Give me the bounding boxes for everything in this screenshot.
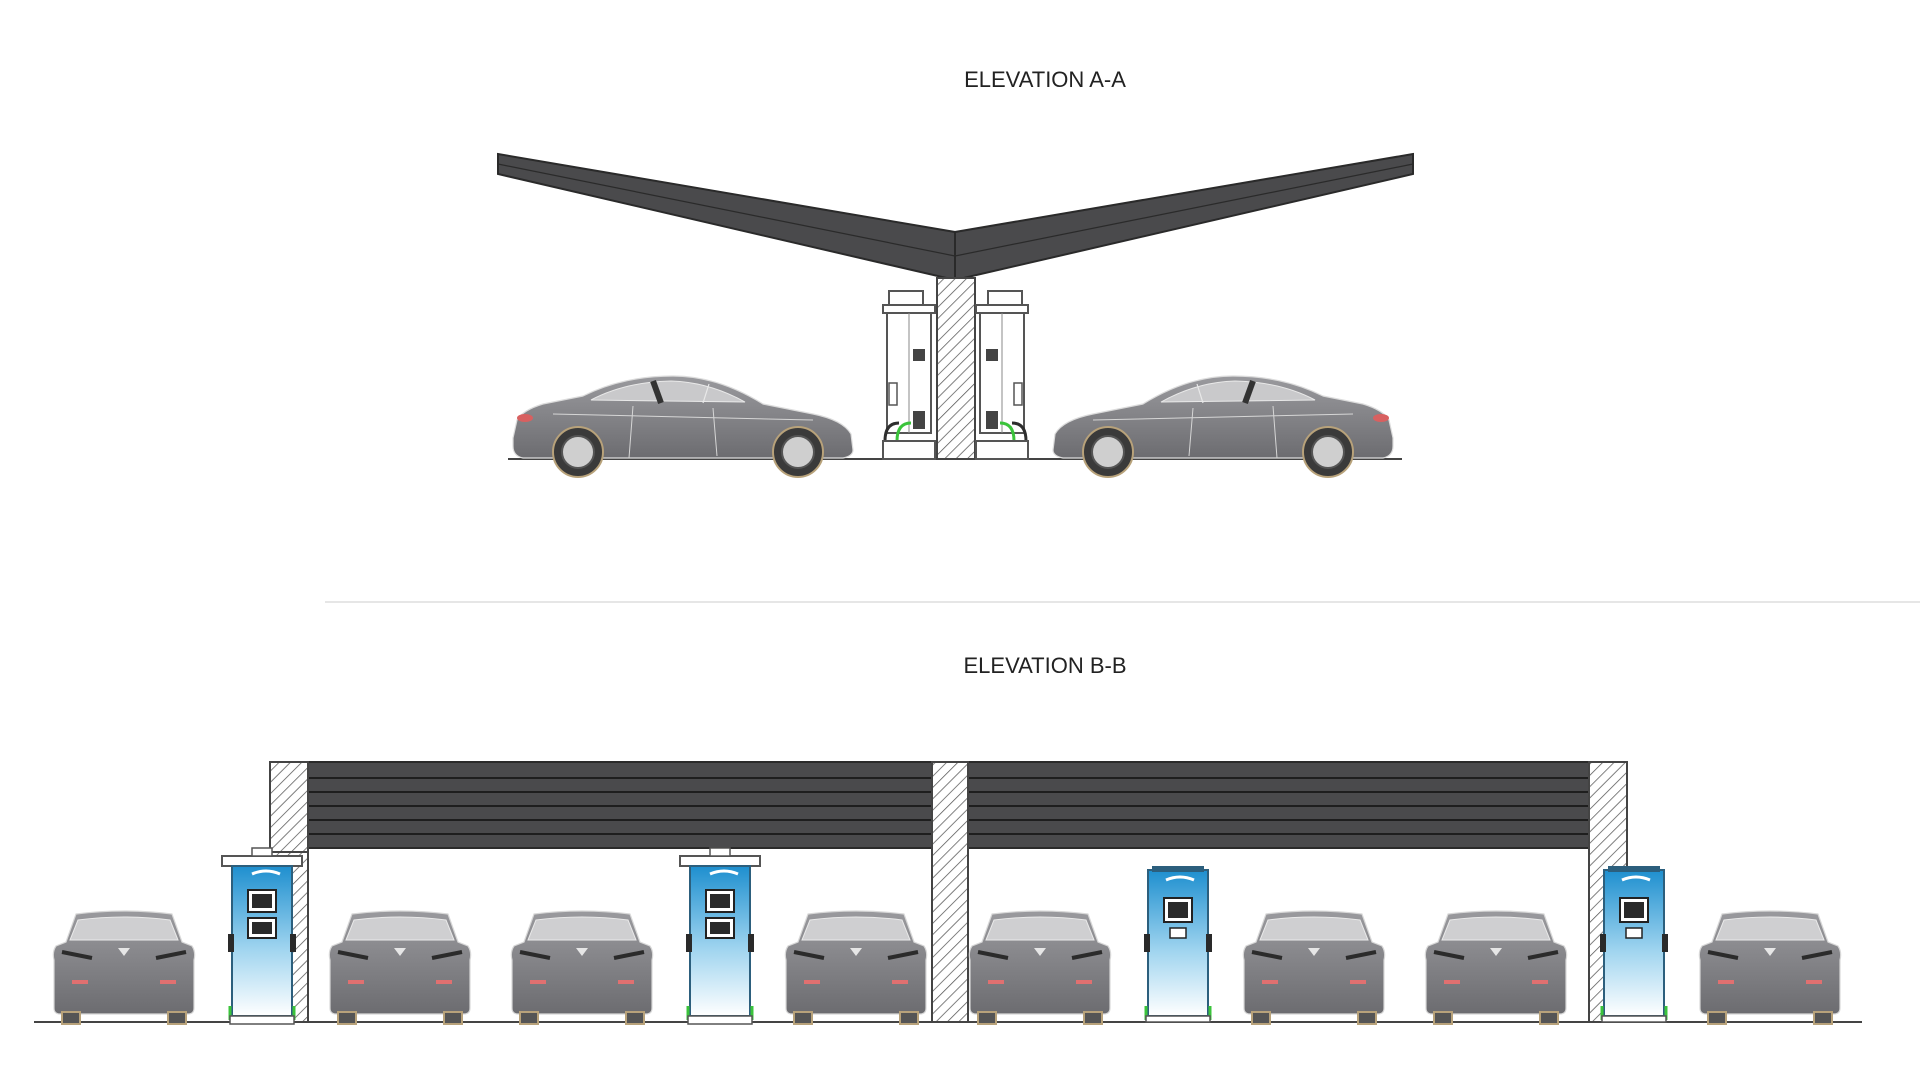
elevation-a-drawing <box>497 152 1414 477</box>
car-front-icon <box>1241 909 1387 1026</box>
car-front-icon <box>327 909 473 1026</box>
canopy-wing-right <box>954 152 1414 282</box>
ev-charger-icon <box>678 846 762 1026</box>
ev-charger-icon <box>220 846 304 1026</box>
car-front-icon <box>51 909 197 1026</box>
canopy-wing-left <box>497 152 956 282</box>
canopy-column <box>936 277 976 460</box>
car-side-icon <box>513 376 853 477</box>
car-front-icon <box>783 909 929 1026</box>
canopy-column <box>931 761 969 1023</box>
elevation-b-title: ELEVATION B-B <box>963 653 1126 678</box>
car-front-icon <box>1697 909 1843 1026</box>
ev-charger-icon <box>974 289 1030 461</box>
car-front-icon <box>967 909 1113 1026</box>
canopy-column <box>269 761 309 853</box>
car-side-icon <box>1053 376 1393 477</box>
elevation-a-title: ELEVATION A-A <box>964 67 1126 92</box>
car-front-icon <box>509 909 655 1026</box>
ev-charger-icon <box>1598 864 1670 1024</box>
ev-charger-icon <box>1142 864 1214 1024</box>
ev-charger-icon <box>881 289 937 461</box>
car-front-icon <box>1423 909 1569 1026</box>
elevation-b-drawing <box>34 761 1862 1026</box>
